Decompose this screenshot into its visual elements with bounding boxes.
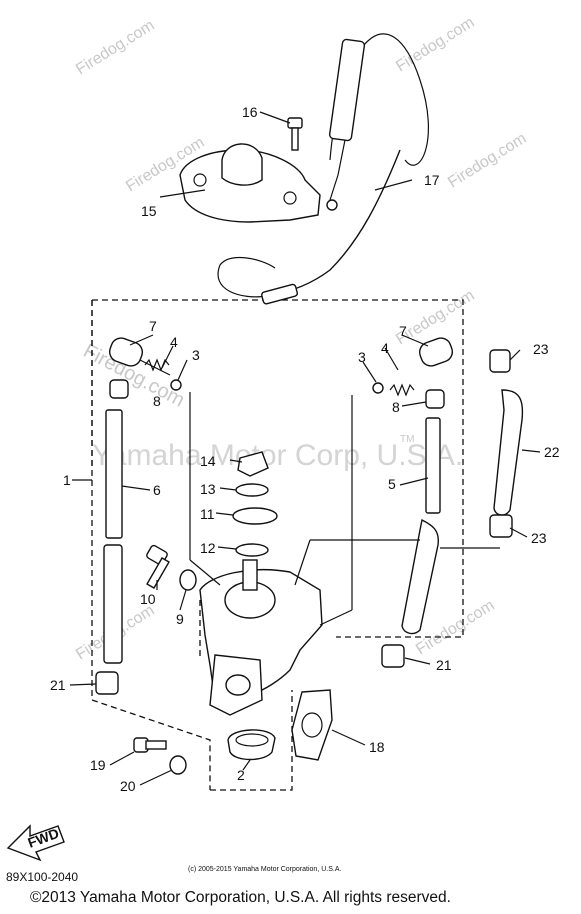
callout-6: 6 [153,482,161,498]
callout-14: 14 [200,453,216,469]
callout-4: 4 [170,334,178,350]
callout-5: 5 [388,476,396,492]
lower-parts [133,544,333,775]
left-hose-parts [95,337,182,695]
callout-9: 9 [176,611,184,627]
callout-7: 7 [399,323,407,339]
callout-19: 19 [90,757,106,773]
callout-22: 22 [544,444,560,460]
diagram-code: 89X100-2040 [6,870,79,884]
callout-23: 23 [533,341,549,357]
right-hose-parts [372,337,524,668]
callout-1: 1 [63,472,71,488]
callout-17: 17 [424,172,440,188]
callout-18: 18 [369,739,385,755]
callout-3: 3 [192,347,200,363]
callout-15: 15 [141,203,157,219]
copyright-notice: ©2013 Yamaha Motor Corporation, U.S.A. A… [30,889,451,906]
callout-7: 7 [149,318,157,334]
callout-16: 16 [242,104,258,120]
leader-lines [69,111,541,786]
watermark: Firedog.com [393,14,477,76]
center-washers [232,451,278,557]
big-watermark: Yamaha Motor Corp, U.S.A. [92,439,463,472]
callout-8: 8 [153,393,161,409]
small-copyright: (c) 2005-2015 Yamaha Motor Corporation, … [188,866,342,873]
callout-11: 11 [200,506,215,522]
callouts: 1 2 3 3 4 4 5 6 7 7 8 8 9 10 11 12 13 14… [50,104,560,794]
oil-pump-body [199,559,323,716]
callout-2: 2 [237,767,245,783]
pump-cover [179,143,321,223]
bolt-16 [287,117,303,151]
callout-13: 13 [200,481,216,497]
watermark: Firedog.com [73,17,157,79]
callout-12: 12 [200,540,216,556]
watermark: Firedog.com [445,130,529,192]
callout-4: 4 [381,340,389,356]
throttle-cable [217,33,429,305]
callout-3: 3 [358,349,366,365]
callout-8: 8 [392,399,400,415]
callout-21: 21 [436,657,452,673]
callout-21: 21 [50,677,66,693]
callout-20: 20 [120,778,136,794]
callout-23: 23 [531,530,547,546]
callout-10: 10 [140,591,156,607]
fwd-arrow: FWD [6,824,65,862]
tm-mark: TM [400,434,414,445]
